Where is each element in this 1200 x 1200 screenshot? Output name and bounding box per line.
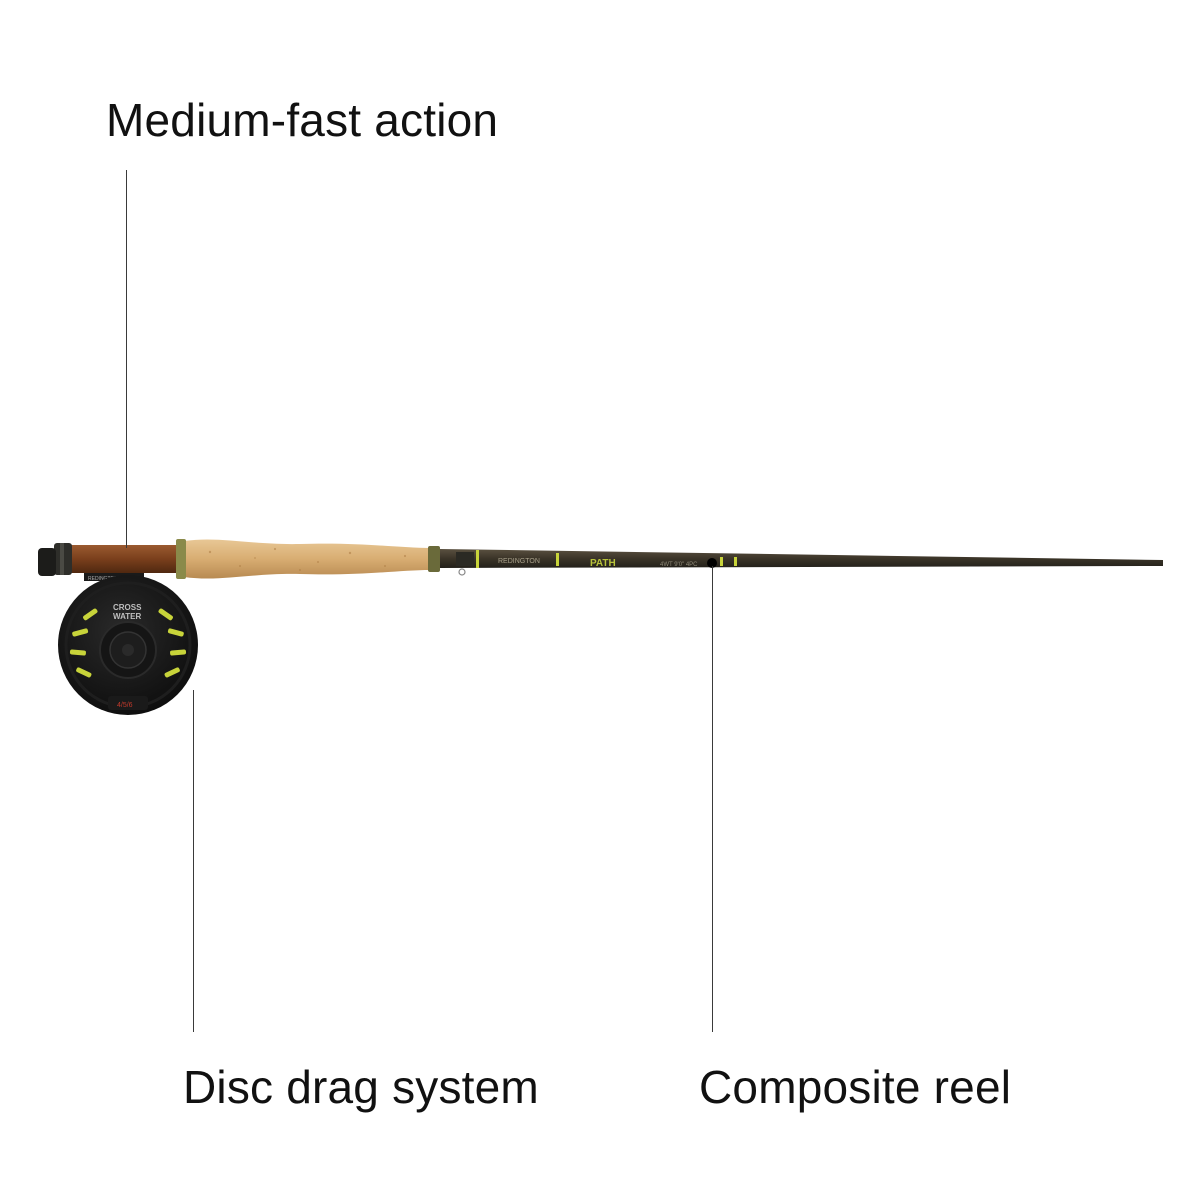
- rod-brand-print: REDINGTON: [498, 558, 540, 565]
- hook-keeper: [456, 552, 474, 566]
- reel-model-line2: WATER: [113, 612, 142, 621]
- composite-reel-anchor-dot: [707, 558, 717, 568]
- reel-model-line1: CROSS: [113, 603, 142, 612]
- disc-drag-leader-line: [193, 690, 194, 1032]
- callout-composite-reel: Composite reel: [699, 1061, 1012, 1113]
- callout-disc-drag-system: Disc drag system: [183, 1061, 539, 1113]
- rod-model-print: PATH: [590, 558, 616, 569]
- butt-cap: [38, 548, 56, 576]
- medium-fast-action-leader-line: [126, 170, 127, 548]
- reel-size-print: 4/5/6: [117, 702, 133, 709]
- cork-grip: [184, 539, 436, 579]
- svg-text:4WT 9'0" 4PC: 4WT 9'0" 4PC: [660, 562, 698, 568]
- reel-seat-wood: [70, 545, 176, 573]
- callout-medium-fast-action: Medium-fast action: [106, 94, 499, 146]
- fly-reel: 4/5/6 CROSS WATER: [58, 575, 198, 715]
- composite-reel-leader-line: [712, 566, 713, 1032]
- reel-brand-print: REDINGTON: [88, 576, 118, 582]
- rod-blank: [440, 549, 1163, 568]
